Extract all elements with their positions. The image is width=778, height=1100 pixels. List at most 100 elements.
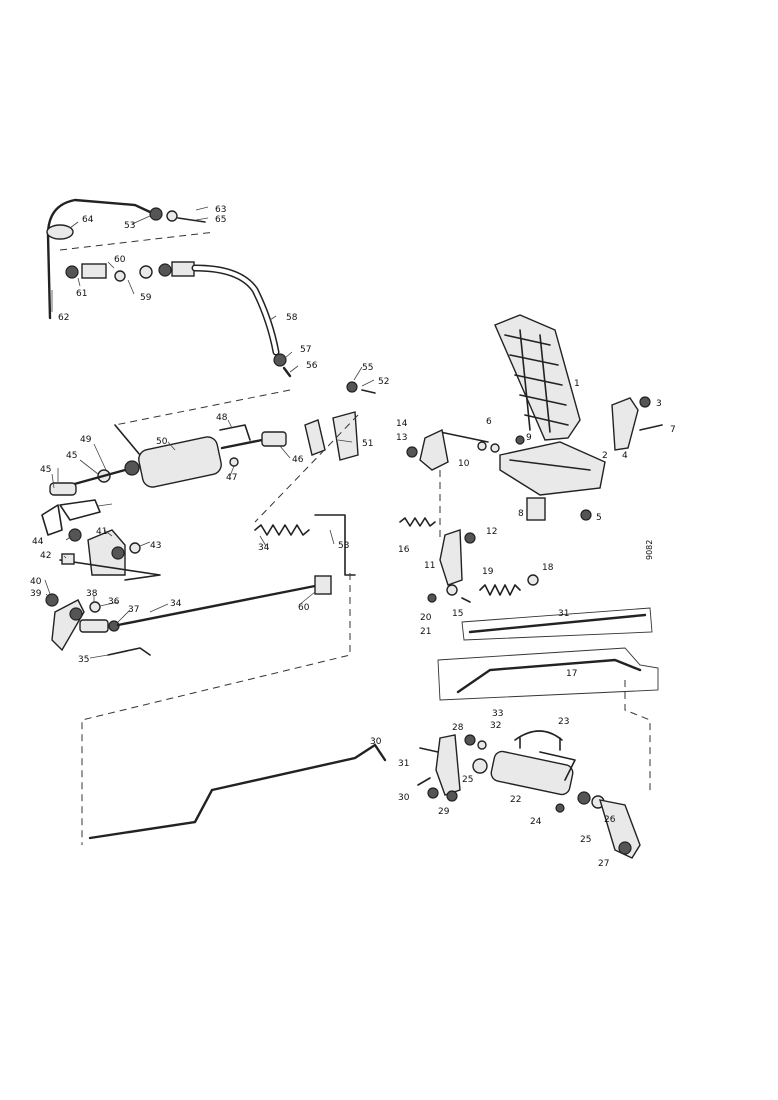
- callout-37: 37: [128, 605, 139, 615]
- callout-15: 15: [452, 609, 463, 619]
- callout-3: 3: [656, 399, 662, 409]
- callout-33: 33: [492, 709, 503, 719]
- callout-64: 64: [82, 215, 94, 225]
- callout-10: 10: [458, 459, 470, 469]
- callout-25b: 25: [580, 835, 591, 845]
- callout-61: 61: [76, 289, 87, 299]
- nut-5: [580, 509, 592, 521]
- dash-link: [254, 414, 359, 523]
- nut-27: [618, 841, 632, 855]
- nut-48: [124, 460, 140, 476]
- callout-12: 12: [486, 527, 497, 537]
- callout-17: 17: [566, 669, 577, 679]
- clip-42: [61, 553, 75, 565]
- pin-31: [419, 747, 439, 753]
- callout-20: 20: [420, 613, 432, 623]
- pin-10: [490, 443, 500, 453]
- callout-62: 62: [58, 313, 69, 323]
- clamp-23: [514, 730, 563, 741]
- callout-57: 57: [300, 345, 311, 355]
- bushing-25: [472, 758, 488, 774]
- callout-53: 53: [124, 221, 135, 231]
- pin-7: [639, 424, 663, 431]
- callout-19: 19: [482, 567, 494, 577]
- lower-cylinder-assembly: [417, 730, 641, 859]
- callout-27: 27: [598, 859, 609, 869]
- spring-19: [479, 584, 521, 596]
- callout-38: 38: [86, 589, 98, 599]
- bushing-39: [69, 607, 83, 621]
- coupling-58: [171, 261, 195, 277]
- callout-2: 2: [602, 451, 608, 461]
- callout-49: 49: [80, 435, 92, 445]
- bushing-41: [111, 546, 125, 560]
- plate-42: [59, 559, 161, 581]
- callout-4: 4: [622, 451, 628, 461]
- washer-10: [477, 441, 487, 451]
- callout-59: 59: [140, 293, 152, 303]
- nut-53: [346, 381, 358, 393]
- callout-25: 25: [462, 775, 473, 785]
- fitting-65: [149, 207, 163, 221]
- nut-13: [406, 446, 418, 458]
- callout-58: 58: [286, 313, 298, 323]
- leader-lines: [44, 206, 375, 659]
- callout-53b: 53: [338, 541, 349, 551]
- nut-33: [464, 734, 476, 746]
- lever-25: [598, 799, 641, 859]
- callout-26: 26: [604, 815, 616, 825]
- base-2: [499, 441, 606, 496]
- arm-6: [439, 431, 489, 443]
- fitting-58: [158, 263, 172, 277]
- lever-46: [59, 499, 101, 521]
- callout-51: 51: [362, 439, 373, 449]
- dash-cyl: [114, 389, 291, 426]
- pedal-assembly: [399, 314, 663, 792]
- lever-11: [439, 529, 463, 586]
- callout-42: 42: [40, 551, 51, 561]
- arm-44: [41, 504, 63, 536]
- side-code: 9082: [645, 540, 654, 560]
- hose-assembly: [46, 198, 292, 378]
- callout-18: 18: [542, 563, 554, 573]
- callout-56: 56: [306, 361, 318, 371]
- bracket-48: [219, 424, 251, 441]
- cylinder-22: [490, 750, 574, 796]
- pin-47: [229, 457, 239, 467]
- pin-36: [89, 601, 101, 613]
- clevis-37: [79, 619, 109, 633]
- nut-29: [446, 790, 458, 802]
- block-60: [81, 263, 107, 279]
- callout-16: 16: [398, 545, 410, 555]
- nut-26: [577, 791, 591, 805]
- bolt-63: [177, 217, 206, 223]
- clip-35: [107, 647, 151, 656]
- callout-9: 9: [526, 433, 532, 443]
- nut-30: [427, 787, 439, 799]
- callout-39: 39: [30, 589, 42, 599]
- callout-52: 52: [378, 377, 389, 387]
- callout-30b: 30: [398, 793, 410, 803]
- callout-45b: 45: [40, 465, 51, 475]
- mount-22: [539, 751, 576, 781]
- callout-50: 50: [156, 437, 168, 447]
- pad-8: [526, 497, 546, 521]
- nut-3: [639, 396, 651, 408]
- pipe-64: [46, 198, 152, 320]
- bracket-41: [87, 529, 126, 576]
- washer-43: [129, 542, 141, 554]
- dash-upper: [59, 231, 216, 251]
- dash-right: [624, 680, 651, 792]
- callout-24: 24: [530, 817, 542, 827]
- bushing-15: [446, 584, 458, 596]
- callout-30: 30: [370, 737, 382, 747]
- nut-12: [464, 532, 476, 544]
- callout-32: 32: [490, 721, 501, 731]
- nut-59: [139, 265, 153, 279]
- callout-34b: 34: [258, 543, 270, 553]
- end-52: [261, 431, 287, 447]
- callout-31: 31: [558, 609, 569, 619]
- callout-60: 60: [114, 255, 126, 265]
- callout-47: 47: [226, 473, 237, 483]
